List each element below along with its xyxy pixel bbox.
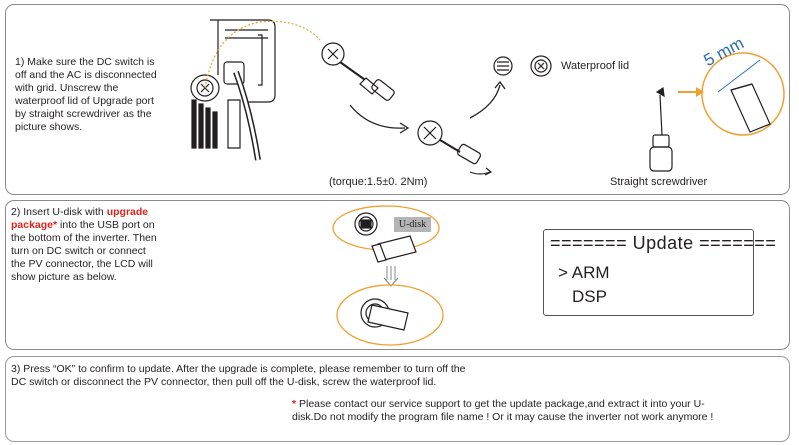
inverter-icon xyxy=(190,19,276,161)
step-2-line: the PV connector, the LCD will xyxy=(11,258,153,270)
step-3-note: * Please contact our service support to … xyxy=(292,398,714,423)
u-disk-label: U-disk xyxy=(394,217,431,232)
step-1-illustration xyxy=(190,19,785,176)
usb-inserted-icon xyxy=(360,298,409,331)
screwdriver-lid-icon xyxy=(321,42,395,101)
screwdriver-turning-icon xyxy=(417,120,493,176)
usb-port-icon xyxy=(354,212,378,236)
package-highlight: package* xyxy=(11,219,58,231)
arrow-up-icon xyxy=(469,84,501,119)
step-1-instructions: 1) Make sure the DC switch is off and th… xyxy=(15,56,190,134)
step-2-panel xyxy=(5,200,790,350)
lcd-screen: ======= Update ======= > ARM DSP xyxy=(543,229,776,316)
step-1-line: picture shows. xyxy=(15,121,83,133)
screwdriver-label: Straight screwdriver xyxy=(610,176,708,188)
step-2-line: turn on DC switch or connect xyxy=(11,245,146,257)
step-2-line: 2) Insert U-disk with upgrade xyxy=(11,206,149,218)
tip-magnifier-icon xyxy=(701,52,785,136)
step-3-instructions: 3) Press “OK” to confirm to update. Afte… xyxy=(11,363,771,389)
lcd-title: ======= Update ======= xyxy=(550,233,777,253)
u-disk-icon xyxy=(371,235,417,263)
step-1-line: waterproof lid of Upgrade port xyxy=(15,95,154,107)
step-1-line: with grid. Unscrew the xyxy=(15,82,119,94)
callout-arc xyxy=(204,20,321,89)
note-star: * xyxy=(292,398,297,410)
lcd-cursor: > xyxy=(558,263,568,282)
step-2-line: show picture as below. xyxy=(11,271,117,283)
waterproof-lid-label: Waterproof lid xyxy=(561,60,630,72)
lcd-item-arm: > ARM xyxy=(558,263,610,282)
waterproof-lid-icon xyxy=(530,55,552,77)
step-1-line: 1) Make sure the DC switch is xyxy=(15,56,155,68)
step-2-instructions: 2) Insert U-disk with upgrade package* i… xyxy=(11,206,201,284)
step-1-line: off and the AC is disconnected xyxy=(15,69,157,81)
arrow-down-icon xyxy=(349,104,406,129)
step-3-line: DC switch or disconnect the PV connector… xyxy=(11,376,437,388)
upgrade-highlight: upgrade xyxy=(106,206,149,218)
straight-screwdriver-icon xyxy=(649,86,673,172)
step-3-line: 3) Press “OK” to confirm to update. Afte… xyxy=(11,363,466,375)
down-arrow-icon xyxy=(386,266,396,280)
step-2-illustration xyxy=(332,205,444,346)
step-1-panel xyxy=(5,4,790,195)
step-1-line: by straight screwdriver as the xyxy=(15,108,152,120)
step-3-panel xyxy=(5,356,790,442)
lid-side-icon xyxy=(493,56,513,76)
inserted-callout xyxy=(336,284,444,346)
lcd-item-dsp: DSP xyxy=(572,287,607,306)
torque-label: (torque:1.5±0. 2Nm) xyxy=(329,176,428,188)
step-2-line: package* into the USB port on xyxy=(11,219,155,231)
step-2-line: the bottom of the inverter. Then xyxy=(11,232,157,244)
lcd-title-word: Update xyxy=(632,233,694,253)
